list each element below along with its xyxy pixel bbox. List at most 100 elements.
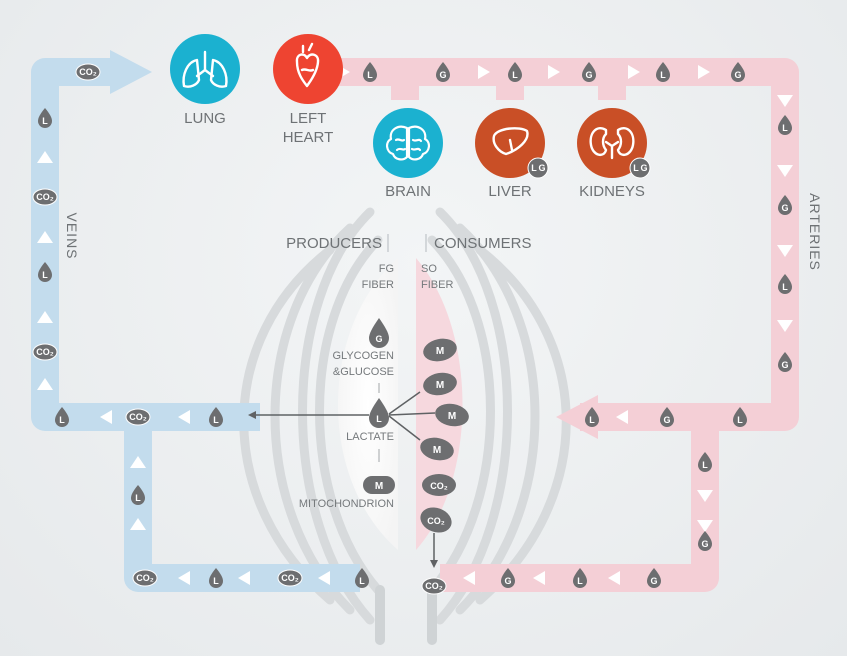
arteries-label: ARTERIES	[807, 193, 823, 271]
fg-label-line2: FIBER	[362, 279, 394, 291]
mito-4-text: M	[433, 445, 441, 456]
glucose-drop-fiber-text: G	[375, 334, 382, 344]
svg-text:CO₂: CO₂	[129, 412, 147, 422]
svg-text:CO₂: CO₂	[79, 67, 97, 77]
heart-icon	[295, 42, 320, 88]
lung-label: LUNG	[184, 110, 226, 127]
svg-text:L: L	[660, 70, 666, 80]
svg-text:L: L	[42, 270, 48, 280]
glucose-token: G	[698, 531, 712, 551]
lactate-uptake-arrows	[388, 391, 436, 441]
glucose-token: G	[778, 195, 792, 215]
lactate-token: L	[363, 62, 377, 82]
so-fiber	[416, 258, 463, 550]
lactate-token: L	[38, 262, 52, 282]
svg-text:L: L	[213, 415, 219, 425]
lungs-icon	[182, 50, 228, 88]
mito-3-text: M	[448, 411, 456, 422]
svg-text:G: G	[781, 203, 788, 213]
lactate-token: L	[656, 62, 670, 82]
svg-text:G: G	[439, 70, 446, 80]
mito-pill-fg-text: M	[375, 481, 383, 492]
lactate-token: L	[778, 274, 792, 294]
lactate-token: L	[131, 485, 145, 505]
glucose-token: G	[778, 352, 792, 372]
left-heart-organ: LEFT HEART	[273, 34, 343, 146]
svg-text:CO₂: CO₂	[281, 573, 299, 583]
co2-token: CO₂	[32, 343, 58, 361]
muscle-tendons	[375, 585, 437, 645]
glycogen-label-line2: &GLUCOSE	[333, 366, 394, 378]
mitochondrion-label: MITOCHONDRION	[299, 498, 394, 510]
svg-text:CO₂: CO₂	[425, 581, 443, 591]
lactate-token: L	[355, 568, 369, 588]
liver-badge-l: L	[531, 163, 537, 173]
co2-token: CO₂	[125, 408, 151, 426]
mito-1-text: M	[436, 346, 444, 357]
svg-text:L: L	[589, 415, 595, 425]
left-heart-label-line1: LEFT	[290, 110, 327, 127]
svg-text:L: L	[59, 415, 65, 425]
lung-organ: LUNG	[170, 34, 240, 127]
veins-label: VEINS	[64, 212, 80, 259]
mito-2-text: M	[436, 380, 444, 391]
mito-pill-fg	[363, 476, 395, 494]
svg-text:L: L	[702, 460, 708, 470]
glucose-token: G	[501, 568, 515, 588]
svg-text:CO₂: CO₂	[36, 347, 54, 357]
fg-label-line1: FG	[379, 263, 394, 275]
svg-text:L: L	[577, 576, 583, 586]
veins-arrowhead	[110, 50, 152, 94]
svg-text:G: G	[663, 415, 670, 425]
lactate-drop-fiber	[369, 398, 389, 428]
lactate-token: L	[209, 407, 223, 427]
kidneys-label: KIDNEYS	[579, 183, 645, 200]
svg-text:G: G	[504, 576, 511, 586]
svg-text:G: G	[781, 360, 788, 370]
co2-token: CO₂	[75, 63, 101, 81]
svg-text:G: G	[701, 539, 708, 549]
lactate-token: L	[778, 115, 792, 135]
svg-text:L: L	[512, 70, 518, 80]
co2-token: CO₂	[421, 577, 447, 595]
svg-text:G: G	[585, 70, 592, 80]
consumers-heading: CONSUMERS	[434, 235, 532, 252]
glycogen-label-line1: GLYCOGEN	[332, 350, 394, 362]
co2-fiber-2-text: CO₂	[427, 516, 445, 526]
muscle-outline	[239, 207, 571, 625]
svg-text:G: G	[650, 576, 657, 586]
left-heart-label-line2: HEART	[283, 129, 334, 146]
lactate-token: L	[733, 407, 747, 427]
svg-text:L: L	[367, 70, 373, 80]
lactate-drop-fiber-text: L	[376, 414, 382, 424]
brain-icon	[386, 125, 430, 161]
vein-flow-markers	[37, 151, 330, 585]
lactate-export-arrowhead	[248, 411, 256, 419]
svg-text:L: L	[782, 123, 788, 133]
svg-text:G: G	[734, 70, 741, 80]
co2-token: CO₂	[32, 188, 58, 206]
lactate-token: L	[585, 407, 599, 427]
svg-text:CO₂: CO₂	[36, 192, 54, 202]
co2-token: CO₂	[132, 569, 158, 587]
lactate-token: L	[55, 407, 69, 427]
glucose-token: G	[660, 407, 674, 427]
kidneys-badge-g: G	[640, 163, 647, 173]
lactate-token: L	[508, 62, 522, 82]
liver-organ: L G LIVER	[475, 108, 549, 200]
lactate-token: L	[38, 108, 52, 128]
liver-label: LIVER	[488, 183, 532, 200]
co2-fiber-1-text: CO₂	[430, 481, 448, 491]
glucose-token: G	[731, 62, 745, 82]
so-label-line1: SO	[421, 263, 437, 275]
svg-text:L: L	[737, 415, 743, 425]
brain-organ: BRAIN	[373, 108, 443, 200]
kidneys-badge-l: L	[633, 163, 639, 173]
so-mitochondria: M M M M CO₂ CO₂	[420, 338, 469, 533]
glucose-drop-fiber	[369, 318, 389, 348]
lactate-token: L	[209, 568, 223, 588]
co2-export-arrowhead	[430, 560, 438, 568]
glucose-token: G	[582, 62, 596, 82]
